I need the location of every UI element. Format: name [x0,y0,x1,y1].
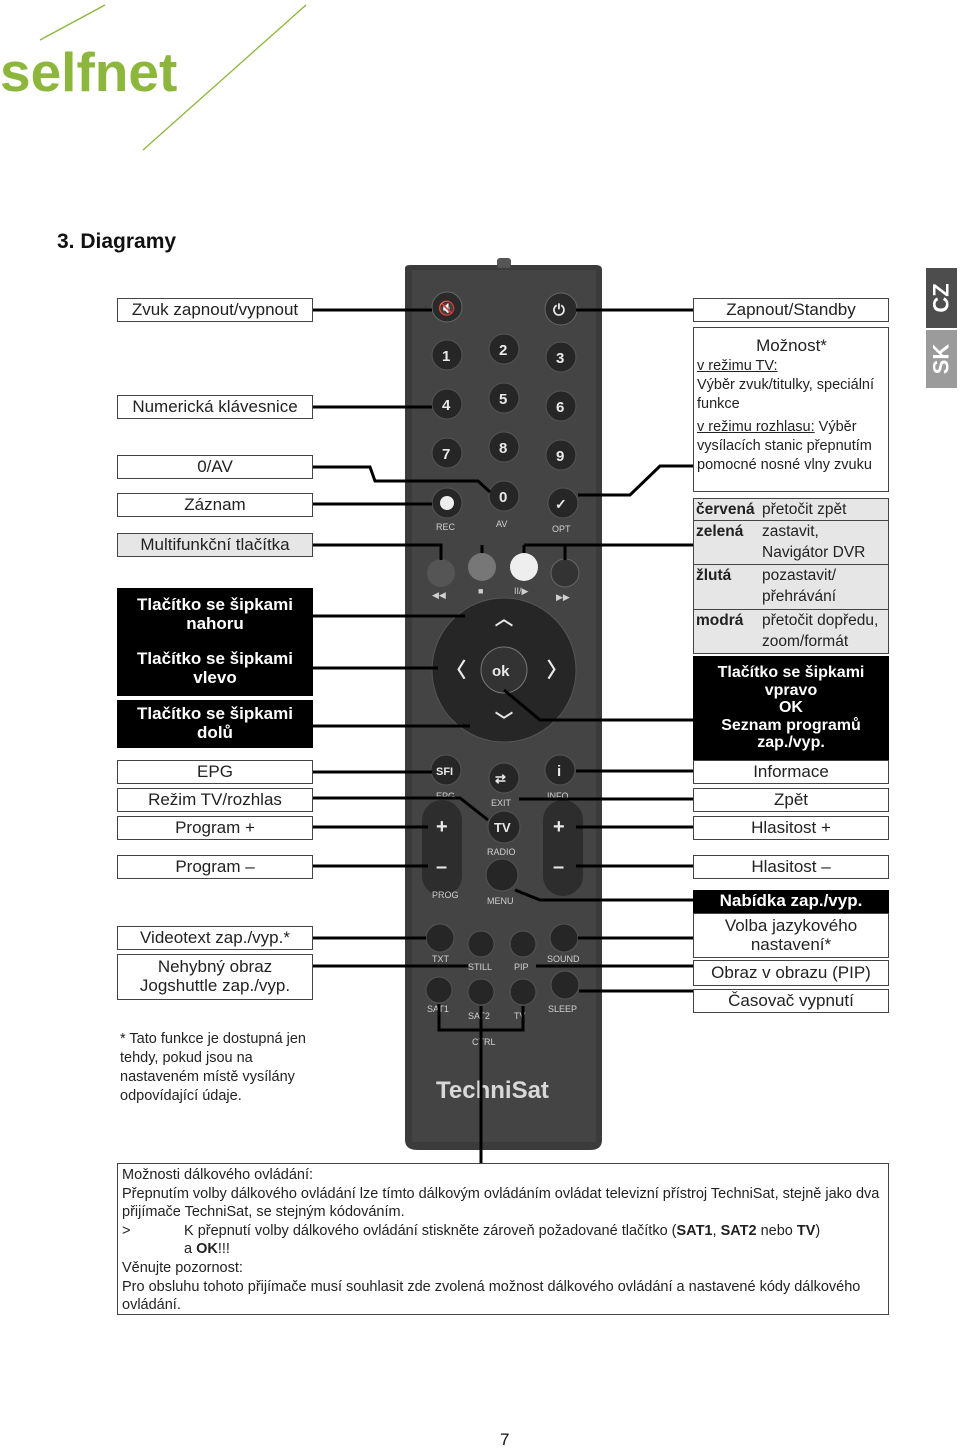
svg-text:RADIO: RADIO [487,847,516,857]
svg-text:OPT: OPT [552,524,571,534]
label-numericka: Numerická klávesnice [117,395,313,419]
lang-tab-cz: CZ [926,268,957,328]
svg-text:⇄: ⇄ [495,771,506,786]
label-videotext: Videotext zap./vyp.* [117,926,313,950]
moznost-radio-head: v režimu rozhlasu: [697,419,815,435]
svg-text:EPG: EPG [436,791,455,801]
digit-1: 1 [442,348,450,365]
svg-text:MENU: MENU [487,896,514,906]
label-dolu: Tlačítko se šipkami dolů [117,700,313,748]
label-pip: Obraz v obrazu (PIP) [693,960,889,986]
svg-text:TXT: TXT [432,954,450,964]
label-vlevo: Tlačítko se šipkami vlevo [117,646,313,692]
moznost-tv-text: Výběr zvuk/titulky, speciální funkce [697,377,875,412]
moznost-box: Možnost* v režimu TV: Výběr zvuk/titulky… [693,327,889,492]
svg-text:✓: ✓ [555,496,567,512]
label-vpravo-ok: Tlačítko se šipkami vpravo OK Seznam pro… [693,656,889,760]
svg-text:〈: 〈 [446,659,466,682]
svg-text:EXIT: EXIT [491,798,512,808]
svg-text:II/▶: II/▶ [514,586,529,596]
svg-text:🔇: 🔇 [438,300,455,317]
label-av: 0/AV [117,455,313,479]
label-casovac: Časovač vypnutí [693,989,889,1013]
svg-text:▶▶: ▶▶ [556,592,570,602]
svg-text:CTRL: CTRL [472,1037,496,1047]
label-zvuk: Zvuk zapnout/vypnout [117,298,313,322]
svg-text:INFO: INFO [547,791,569,801]
section-title: 3. Diagramy [57,230,177,253]
svg-text:TV: TV [514,1011,526,1021]
label-hlasitost-minus: Hlasitost – [693,855,889,879]
digit-3: 3 [556,350,564,367]
label-zaznam: Záznam [117,493,313,517]
footnote: * Tato funkce je dostupná jen tehdy, pok… [120,1031,306,1104]
digit-9: 9 [556,448,564,465]
digit-7: 7 [442,446,450,463]
svg-text:–: – [553,856,564,878]
svg-text:TV: TV [494,820,511,835]
digit-5: 5 [499,391,507,408]
svg-text:︿: ︿ [495,609,513,629]
svg-text:SLEEP: SLEEP [548,1004,577,1014]
label-program-plus: Program + [117,816,313,840]
digit-2: 2 [499,342,507,359]
svg-text:REC: REC [436,522,456,532]
svg-text:+: + [553,816,565,838]
moznost-tv-head: v režimu TV: [697,358,778,374]
label-informace: Informace [693,760,889,784]
label-zapnout: Zapnout/Standby [693,298,889,322]
moznost-radio-text: Výběr vysílacích stanic přepnutím pomocn… [697,419,872,473]
lang-tab-sk: SK [926,330,957,388]
svg-text:SAT2: SAT2 [468,1011,490,1021]
svg-text:PIP: PIP [514,962,529,972]
label-rezim: Režim TV/rozhlas [117,788,313,812]
svg-text:〉: 〉 [547,659,567,682]
svg-text:SOUND: SOUND [547,954,580,964]
svg-text:+: + [436,816,448,838]
digit-4: 4 [442,397,451,414]
remote-brand: TechniSat [436,1077,549,1104]
ok-key: ok [492,663,510,680]
svg-text:⏻: ⏻ [553,302,565,319]
label-nehybny: Nehybný obraz Jogshuttle zap./vyp. [117,954,313,1000]
info-box: Možnosti dálkového ovládání: Přepnutím v… [117,1163,889,1315]
label-volba: Volba jazykového nastavení* [693,913,889,958]
svg-text:◀◀: ◀◀ [432,590,446,600]
svg-text:SFI: SFI [436,766,453,778]
svg-text:■: ■ [478,586,483,596]
label-nabidka: Nabídka zap./vyp. [693,890,889,913]
svg-text:STILL: STILL [468,962,492,972]
label-program-minus: Program – [117,855,313,879]
digit-keys: 1 2 3 4 5 6 7 8 9 0 [431,333,577,512]
digit-6: 6 [556,399,564,416]
selfnet-logo: selfnet [0,4,307,151]
svg-text:﹀: ﹀ [495,711,513,731]
moznost-title: Možnost* [756,336,827,355]
label-zpet: Zpět [693,788,889,812]
svg-text:AV: AV [496,519,507,529]
page-number: 7 [500,1430,510,1449]
label-nahoru: Tlačítko se šipkami nahoru [117,592,313,638]
svg-text:PROG: PROG [432,890,459,900]
label-hlasitost-plus: Hlasitost + [693,816,889,840]
logo-text: selfnet [0,41,177,103]
svg-text:i: i [557,763,561,780]
svg-text:–: – [436,856,447,878]
label-multi: Multifunkční tlačítka [117,533,313,557]
digit-8: 8 [499,440,507,457]
label-epg: EPG [117,760,313,784]
digit-0: 0 [499,489,507,506]
